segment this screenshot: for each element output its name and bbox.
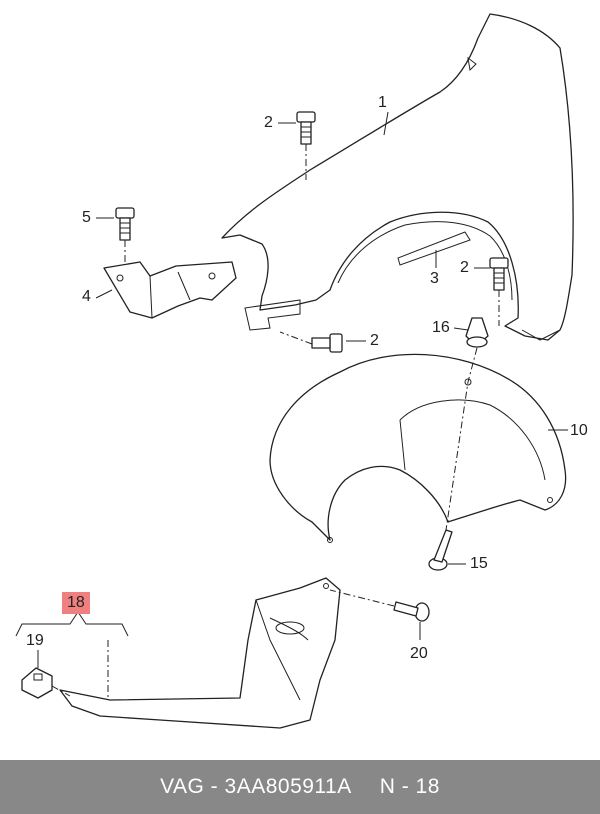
- parts-diagram: [15, 13, 574, 729]
- nut-19: [21, 667, 53, 699]
- callout-16: 16: [432, 319, 450, 336]
- callout-2-right: 2: [460, 259, 469, 276]
- callout-19: 19: [26, 632, 44, 649]
- fender-part: [221, 13, 574, 341]
- callout-2-top: 2: [264, 114, 273, 131]
- leader-16: [453, 327, 469, 331]
- callout-2-lower: 2: [370, 332, 379, 349]
- leader-4: [95, 289, 113, 299]
- bolt-2-top: [296, 111, 316, 145]
- clip-16: [465, 317, 489, 348]
- callout-10: 10: [570, 422, 588, 439]
- bracket-part: [103, 261, 237, 319]
- part-number-label: VAG - 3AA805911A: [160, 775, 352, 798]
- diagram-position-label: N - 18: [379, 775, 440, 798]
- assembly-line: [445, 347, 478, 531]
- assembly-line: [279, 331, 313, 345]
- callout-3: 3: [430, 270, 439, 287]
- footer-bar: VAG - 3AA805911A N - 18: [0, 760, 600, 814]
- callout-18: 18: [62, 592, 90, 614]
- callout-1: 1: [378, 94, 387, 111]
- assembly-line: [51, 685, 71, 697]
- bolt-2-lower: [311, 333, 343, 353]
- callout-15: 15: [470, 555, 488, 572]
- bolt-5: [115, 207, 135, 241]
- leader-1: [383, 111, 389, 136]
- callout-5: 5: [82, 209, 91, 226]
- screw-20: [393, 601, 430, 622]
- screw-15: [428, 529, 453, 571]
- callout-20: 20: [410, 645, 428, 662]
- callout-4: 4: [82, 288, 91, 305]
- wheel-liner-part: [269, 353, 567, 543]
- lower-liner-part: [59, 577, 341, 729]
- assembly-line: [329, 589, 395, 607]
- bolt-2-right: [489, 257, 509, 291]
